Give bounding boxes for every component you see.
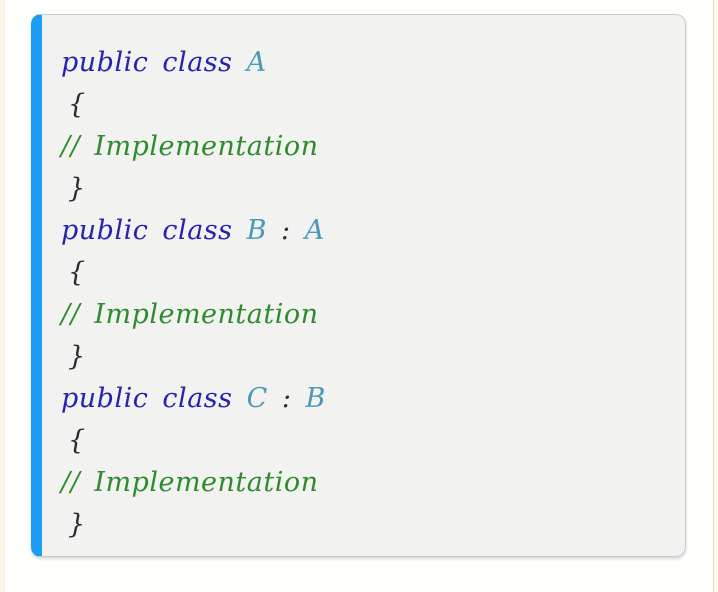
code-line: } bbox=[61, 504, 667, 546]
code-line: public class C : B bbox=[61, 378, 667, 420]
comment-token: // Implementation bbox=[61, 131, 319, 162]
code-line: { bbox=[61, 420, 667, 462]
punctuation-token: { bbox=[68, 425, 86, 456]
code-line: } bbox=[61, 336, 667, 378]
punctuation-token: : bbox=[266, 215, 305, 246]
code-line: { bbox=[61, 84, 667, 126]
class-name-token: A bbox=[246, 47, 267, 78]
code-line: // Implementation bbox=[61, 294, 667, 336]
code-line: // Implementation bbox=[61, 126, 667, 168]
class-name-token: B bbox=[305, 383, 326, 414]
content-panel: public class A { // Implementation} public … bbox=[4, 0, 714, 592]
class-name-token: A bbox=[304, 215, 325, 246]
punctuation-token: } bbox=[68, 509, 86, 540]
class-name-token: C bbox=[246, 383, 268, 414]
keyword-token: public class bbox=[61, 383, 247, 414]
code-lines: public class A { // Implementation} public … bbox=[61, 42, 667, 546]
comment-token: // Implementation bbox=[61, 467, 319, 498]
keyword-token: public class bbox=[61, 47, 247, 78]
class-name-token: B bbox=[246, 215, 267, 246]
punctuation-token: } bbox=[68, 341, 86, 372]
punctuation-token: } bbox=[68, 173, 86, 204]
comment-token: // Implementation bbox=[61, 299, 319, 330]
code-line: } bbox=[61, 168, 667, 210]
keyword-token: public class bbox=[61, 215, 247, 246]
punctuation-token: : bbox=[267, 383, 306, 414]
punctuation-token: { bbox=[68, 89, 86, 120]
code-line: { bbox=[61, 252, 667, 294]
code-line: public class A bbox=[61, 42, 667, 84]
code-line: public class B : A bbox=[61, 210, 667, 252]
punctuation-token: { bbox=[68, 257, 86, 288]
code-line: // Implementation bbox=[61, 462, 667, 504]
code-block: public class A { // Implementation} public … bbox=[31, 14, 686, 557]
